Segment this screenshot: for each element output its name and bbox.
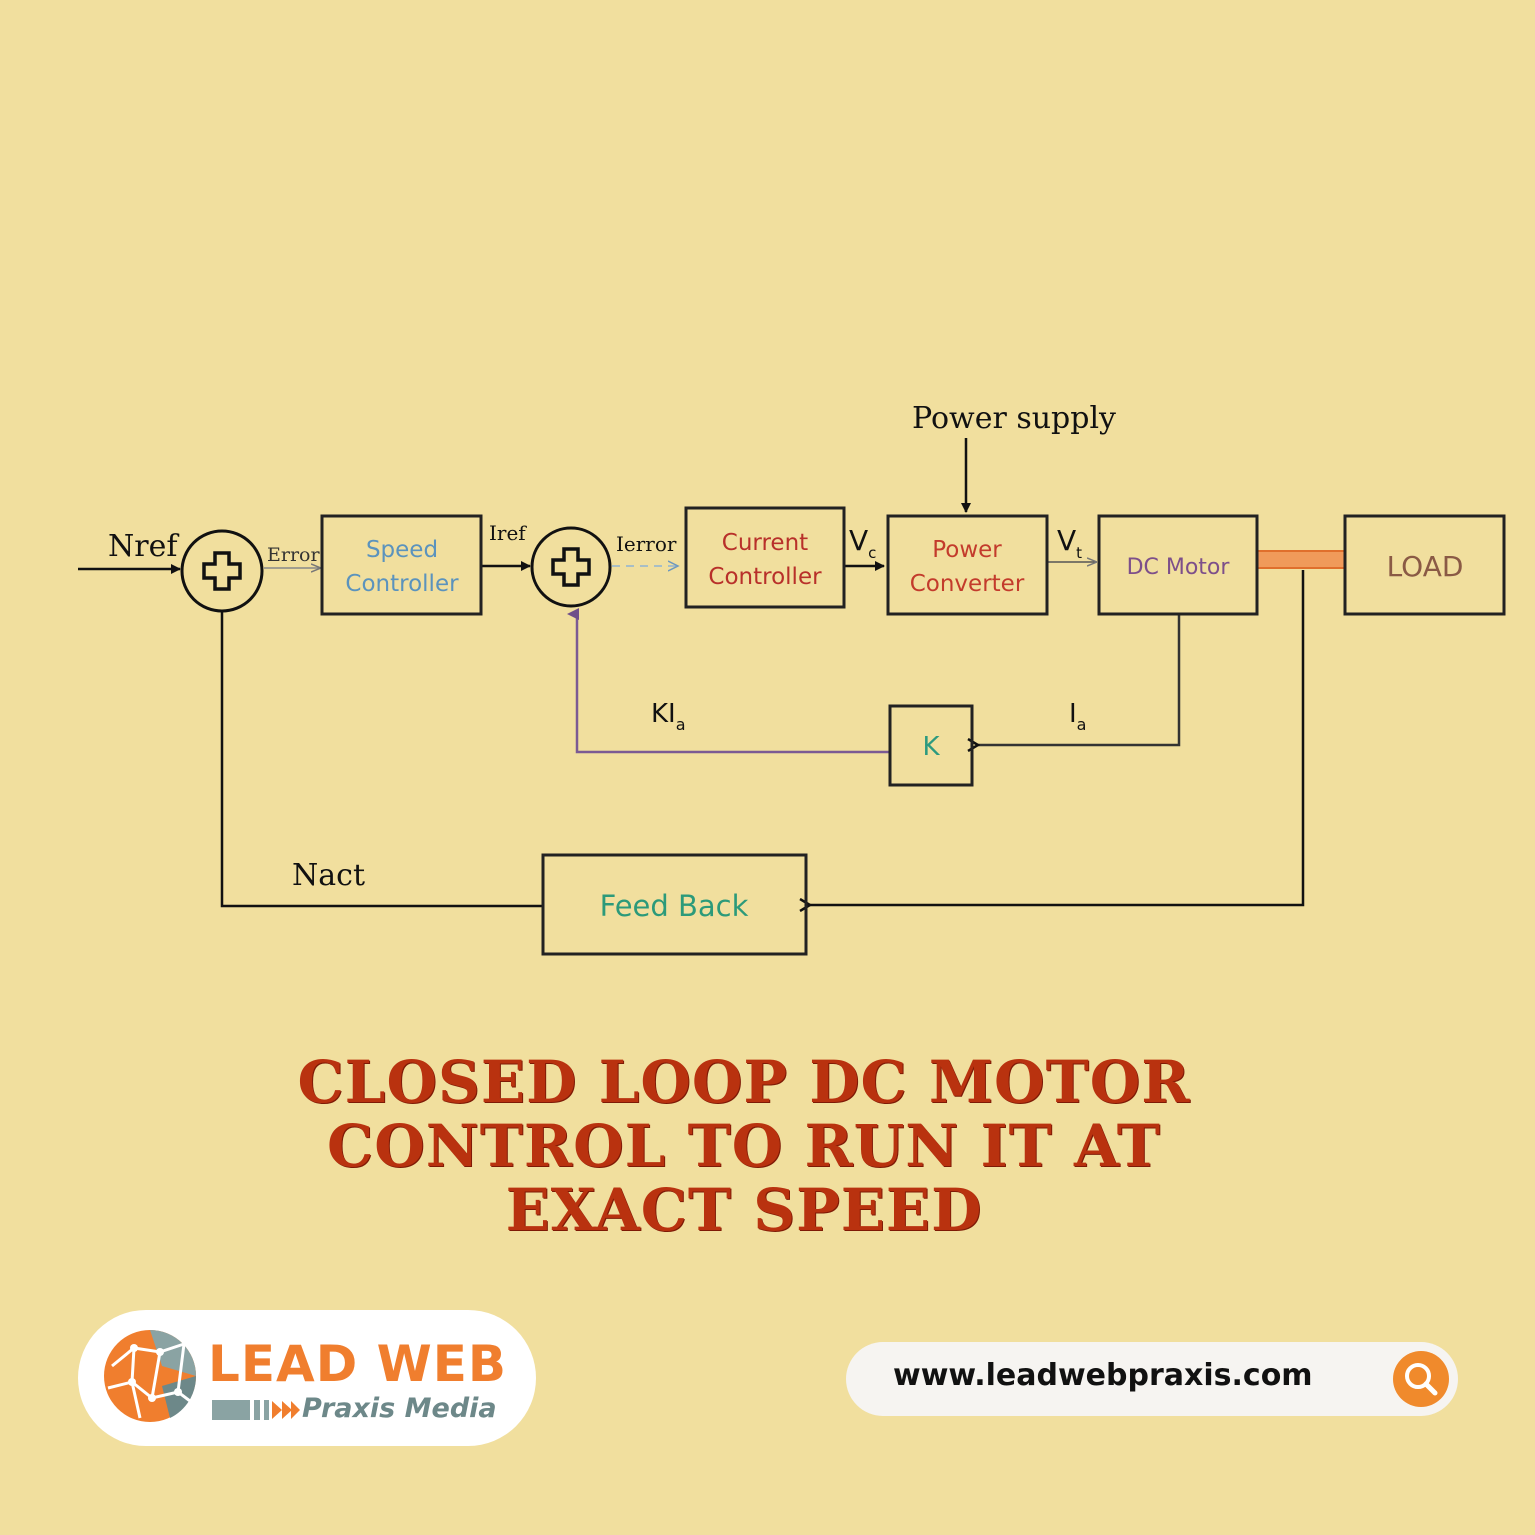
- headline-line-1: CLOSED LOOP DC MOTOR: [297, 1048, 1191, 1116]
- summing-junction-speed: [180, 529, 264, 613]
- current-controller-label-2: Controller: [708, 564, 822, 590]
- vt-label: Vt: [1057, 524, 1082, 562]
- wire-nact: [220, 612, 543, 908]
- power-converter-label-2: Converter: [910, 571, 1025, 597]
- current-controller-block: [684, 506, 846, 609]
- speed-controller-label-1: Speed: [366, 537, 438, 563]
- iref-label: Iref: [489, 521, 527, 545]
- dc-motor-label: DC Motor: [1127, 555, 1231, 580]
- wire-ia: [978, 615, 1181, 745]
- current-controller-label-1: Current: [722, 530, 808, 556]
- summing-junction-current: [530, 526, 612, 608]
- speed-controller-label-2: Controller: [345, 571, 459, 597]
- vc-label: Vc: [849, 524, 876, 562]
- website-url[interactable]: www.leadwebpraxis.com: [893, 1358, 1313, 1393]
- globe-network-icon: [104, 1330, 197, 1422]
- feedback-block: [541, 853, 808, 956]
- feedback-label: Feed Back: [600, 889, 749, 923]
- website-url-pill[interactable]: [846, 1342, 1458, 1416]
- power-supply-label: Power supply: [912, 401, 1116, 436]
- brand-subtitle: Praxis Media: [302, 1393, 497, 1424]
- wire-kia: [567, 608, 889, 754]
- search-button[interactable]: [1393, 1351, 1449, 1407]
- brand-arrows-icon: [212, 1400, 300, 1420]
- k-gain-block: [888, 704, 974, 787]
- load-block: [1343, 514, 1506, 616]
- nact-label: Nact: [292, 858, 365, 893]
- error-label: Error: [267, 544, 320, 566]
- brand-name: LEAD WEB: [208, 1335, 508, 1393]
- wire-speed-feedback: [810, 570, 1305, 905]
- ierror-label: Ierror: [616, 532, 677, 556]
- dc-motor-block: [1097, 514, 1259, 616]
- ia-label: Ia: [1069, 699, 1086, 734]
- power-converter-label-1: Power: [932, 537, 1002, 563]
- nref-label: Nref: [108, 529, 179, 564]
- headline-line-2: CONTROL TO RUN IT AT: [327, 1112, 1161, 1180]
- headline: CLOSED LOOP DC MOTOR CONTROL TO RUN IT A…: [200, 1050, 1288, 1242]
- k-gain-label: K: [922, 732, 940, 762]
- kia-label: KIa: [651, 699, 686, 734]
- search-icon: [1405, 1363, 1438, 1396]
- speed-controller-block: [320, 514, 483, 616]
- power-converter-block: [886, 514, 1049, 616]
- load-label: LOAD: [1387, 550, 1464, 583]
- headline-line-3: EXACT SPEED: [505, 1176, 983, 1244]
- motor-shaft: [1256, 550, 1346, 569]
